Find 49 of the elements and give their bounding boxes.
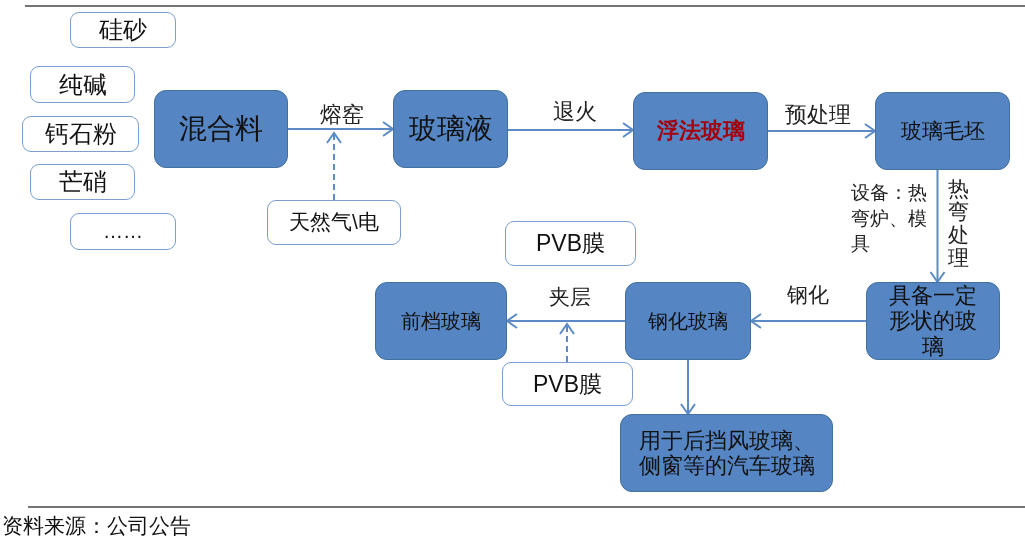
edge-label: 退火 xyxy=(553,99,597,125)
box-label: 玻璃毛坯 xyxy=(900,118,985,144)
input-box xyxy=(502,362,633,406)
process-box xyxy=(154,90,288,168)
edge-label: 夹层 xyxy=(549,285,591,310)
process-box xyxy=(620,414,833,492)
box-label: 天然气\电 xyxy=(289,210,379,235)
box-label: 用于后挡风玻璃、侧窗等的汽车玻璃 xyxy=(637,427,816,479)
edge-label: 钢化 xyxy=(787,283,829,308)
box-label: 芒硝 xyxy=(58,168,107,196)
material-box xyxy=(70,12,176,48)
arrow xyxy=(929,169,946,283)
box-label: 钙石粉 xyxy=(44,120,117,148)
edge-label: 熔窑 xyxy=(320,102,364,128)
arrow xyxy=(506,313,626,329)
box-label: 混合料 xyxy=(179,112,263,146)
process-box xyxy=(375,282,507,360)
process-box xyxy=(393,90,508,168)
box-label: 硅砂 xyxy=(99,16,147,44)
dashed-arrow xyxy=(326,132,342,201)
arrow xyxy=(507,122,634,138)
material-box xyxy=(30,164,135,200)
arrow xyxy=(680,359,696,415)
process-box xyxy=(875,92,1010,170)
note-text: 设备：热弯炉、模具 xyxy=(851,181,928,257)
material-box xyxy=(30,66,135,103)
process-box xyxy=(633,92,768,170)
arrow xyxy=(767,123,876,139)
box-label: 玻璃液 xyxy=(408,112,493,146)
box-label: 纯碱 xyxy=(58,70,107,99)
edge-label: 预处理 xyxy=(785,102,851,128)
box-label: 前档玻璃 xyxy=(401,309,481,333)
box-label: …… xyxy=(103,220,143,243)
input-box xyxy=(267,200,401,245)
edge-label: 热弯处理 xyxy=(948,177,969,270)
dashed-arrow xyxy=(559,323,575,363)
material-box xyxy=(70,213,176,250)
box-label: 浮法玻璃 xyxy=(656,118,745,144)
box-label: 钢化玻璃 xyxy=(648,309,728,333)
material-box xyxy=(22,116,139,152)
box-label: PVB膜 xyxy=(533,370,602,398)
source-note: 资料来源：公司公告 xyxy=(2,513,191,539)
box-label: PVB膜 xyxy=(536,230,605,257)
input-box xyxy=(505,221,636,266)
process-box xyxy=(866,282,1000,360)
arrow xyxy=(750,313,867,329)
box-label: 具备一定形状的玻璃 xyxy=(888,283,978,359)
arrow xyxy=(287,121,394,137)
process-box xyxy=(625,282,751,360)
